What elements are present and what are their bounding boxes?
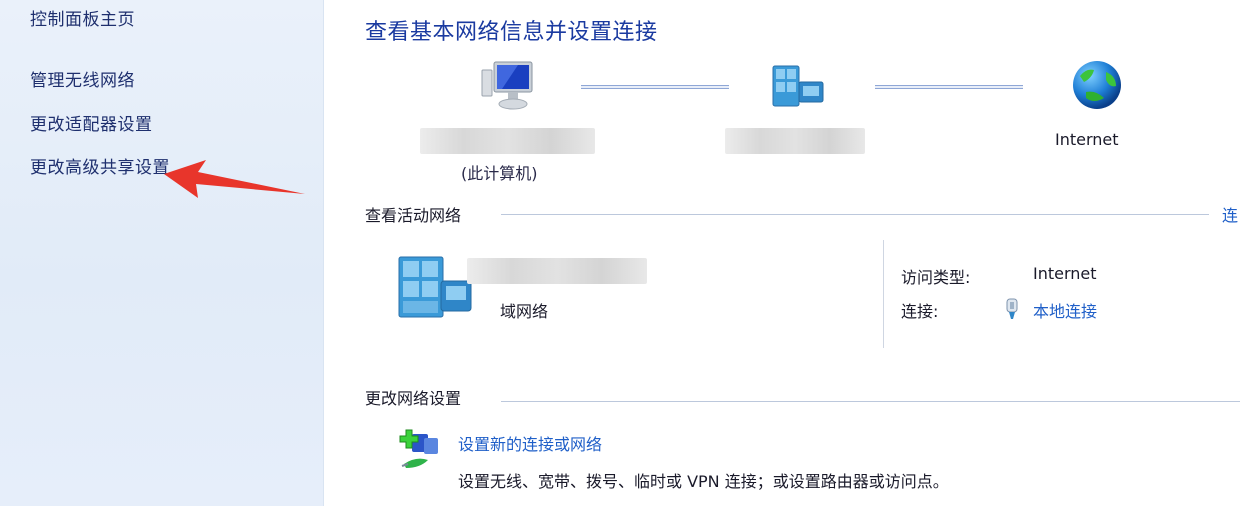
setup-new-connection-description: 设置无线、宽带、拨号、临时或 VPN 连接；或设置路由器或访问点。 <box>458 472 949 491</box>
domain-network-icon[interactable] <box>771 64 827 108</box>
access-type-value: Internet <box>1033 264 1097 283</box>
domain-network-icon <box>398 256 472 318</box>
access-type-label: 访问类型: <box>901 268 971 287</box>
connection-line-2 <box>875 85 1023 89</box>
this-computer-label: (此计算机) <box>461 164 538 183</box>
connections-label: 连接: <box>901 302 939 321</box>
ethernet-plug-icon <box>1006 298 1018 319</box>
active-networks-divider <box>883 240 884 348</box>
redacted-computer-name <box>420 128 595 154</box>
sidebar-item-change-adapter[interactable]: 更改适配器设置 <box>30 115 153 135</box>
sidebar-item-control-panel-home[interactable]: 控制面板主页 <box>30 10 135 30</box>
redacted-active-network-name <box>467 258 647 284</box>
main-panel: 查看基本网络信息并设置连接 (此计算机) <box>325 0 1240 506</box>
new-connection-icon[interactable] <box>398 428 442 470</box>
computer-icon[interactable] <box>480 60 536 112</box>
internet-label: Internet <box>1055 130 1119 149</box>
network-type-label: 域网络 <box>500 302 549 321</box>
active-networks-heading: 查看活动网络 <box>365 206 462 225</box>
page-title: 查看基本网络信息并设置连接 <box>365 20 658 45</box>
redacted-network-name <box>725 128 865 154</box>
connection-line-1 <box>581 85 729 89</box>
connect-disconnect-link[interactable]: 连 <box>1222 206 1239 225</box>
setup-new-connection-link[interactable]: 设置新的连接或网络 <box>458 435 603 454</box>
sidebar: 控制面板主页 管理无线网络 更改适配器设置 更改高级共享设置 <box>0 0 324 506</box>
globe-icon[interactable] <box>1070 58 1124 112</box>
red-arrow-annotation-icon <box>164 160 305 198</box>
local-area-connection-link[interactable]: 本地连接 <box>1033 302 1098 321</box>
active-networks-rule <box>501 214 1209 215</box>
change-settings-rule <box>501 401 1240 402</box>
change-settings-heading: 更改网络设置 <box>365 389 462 408</box>
sidebar-item-advanced-sharing[interactable]: 更改高级共享设置 <box>30 158 170 178</box>
sidebar-item-manage-wireless[interactable]: 管理无线网络 <box>30 71 135 91</box>
